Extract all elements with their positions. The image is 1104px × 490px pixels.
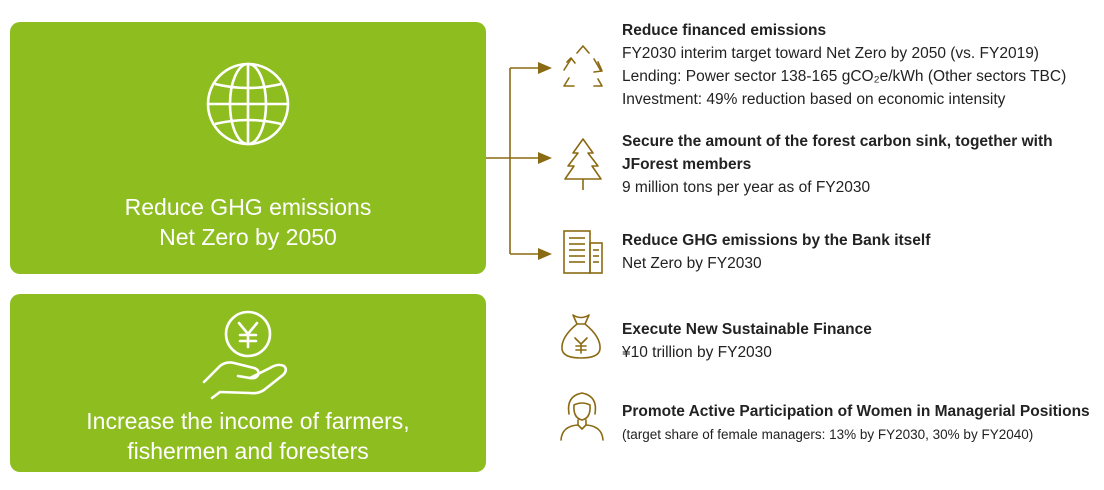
finance-line1: ¥10 trillion by FY2030 — [622, 344, 772, 361]
income-title-line2: fishermen and foresters — [127, 438, 369, 464]
connector-arrows — [486, 62, 552, 260]
item-women-participation: Promote Active Participation of Women in… — [622, 400, 1092, 446]
arrow-head-bank — [538, 248, 552, 260]
globe-icon — [206, 62, 290, 146]
forest-heading-line1: Secure the amount of the forest carbon s… — [622, 133, 1053, 150]
item-financed-emissions: Reduce financed emissions FY2030 interim… — [622, 19, 1092, 111]
ghg-title-line2: Net Zero by 2050 — [159, 224, 337, 250]
tree-icon — [564, 138, 602, 190]
financed-line1: FY2030 interim target toward Net Zero by… — [622, 45, 1039, 62]
bank-heading: Reduce GHG emissions by the Bank itself — [622, 232, 931, 249]
income-box: Increase the income of farmers, fisherme… — [10, 294, 486, 472]
forest-line1: 9 million tons per year as of FY2030 — [622, 179, 871, 196]
ghg-box: Reduce GHG emissions Net Zero by 2050 — [10, 22, 486, 274]
financed-line2: Lending: Power sector 138-165 gCO₂e/kWh … — [622, 68, 1067, 85]
ghg-box-title: Reduce GHG emissions Net Zero by 2050 — [10, 192, 486, 252]
financed-heading: Reduce financed emissions — [622, 22, 827, 39]
income-box-title: Increase the income of farmers, fisherme… — [10, 406, 486, 466]
women-line1: (target share of female managers: 13% by… — [622, 427, 1034, 442]
women-heading: Promote Active Participation of Women in… — [622, 403, 1090, 420]
financed-line3: Investment: 49% reduction based on econo… — [622, 91, 1006, 108]
item-sustainable-finance: Execute New Sustainable Finance ¥10 tril… — [622, 318, 1092, 364]
ghg-title-line1: Reduce GHG emissions — [124, 194, 372, 220]
arrow-head-forest — [538, 152, 552, 164]
income-title-line1: Increase the income of farmers, — [86, 408, 410, 434]
woman-icon — [560, 392, 604, 441]
building-icon — [563, 230, 603, 274]
forest-heading-line2: JForest members — [622, 156, 752, 173]
item-forest-carbon-sink: Secure the amount of the forest carbon s… — [622, 130, 1092, 199]
yen-hand-icon — [202, 310, 288, 400]
item-bank-emissions: Reduce GHG emissions by the Bank itself … — [622, 229, 1092, 275]
recycle-icon — [563, 45, 603, 87]
money-bag-icon — [561, 314, 601, 359]
bank-line1: Net Zero by FY2030 — [622, 255, 762, 272]
arrow-head-financed — [538, 62, 552, 74]
finance-heading: Execute New Sustainable Finance — [622, 321, 872, 338]
